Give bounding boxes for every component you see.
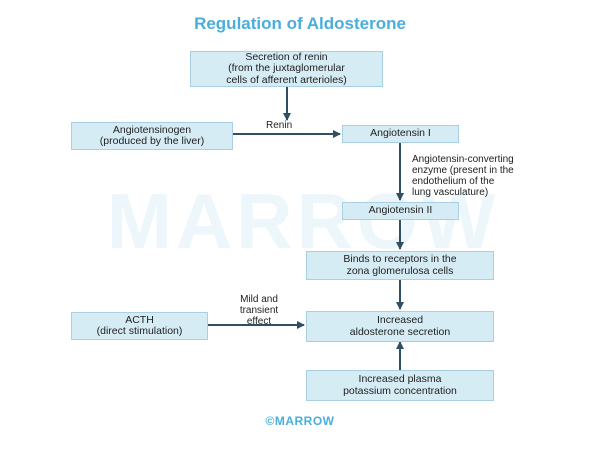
text-line: effect [246, 316, 272, 327]
text-line: Increased plasma [358, 373, 442, 385]
text-line: potassium concentration [343, 384, 457, 397]
box-angiotensin-1: Angiotensin I [342, 125, 459, 143]
text-line: ACTH [125, 313, 154, 326]
text-line: Mild and [240, 294, 278, 305]
box-angiotensinogen: Angiotensinogen(produced by the liver) [71, 122, 233, 150]
text-line: zona glomerulosa cells [346, 264, 454, 277]
text-line: Angiotensin I [370, 127, 431, 140]
box-angiotensin-2: Angiotensin II [342, 202, 459, 220]
text-line: Increased [376, 314, 424, 326]
text-line: (produced by the liver) [99, 135, 205, 147]
watermark: MARROW [106, 177, 500, 265]
text-line: lung vasculature) [412, 187, 489, 198]
diagram-title: Regulation of Aldosterone [194, 14, 406, 33]
text-line: Angiotensinogen [112, 123, 192, 136]
box-renin-secretion: Secretion of renin(from the juxtaglomeru… [190, 51, 383, 87]
footer-copyright: ©MARROW [265, 414, 335, 428]
text-line: endothelium of the [412, 176, 495, 187]
text-line: Binds to receptors in the [343, 253, 457, 265]
text-line: Angiotensin II [368, 204, 433, 217]
text-line: (direct stimulation) [96, 325, 183, 337]
text-line: Angiotensin-converting [412, 154, 514, 165]
label-renin: Renin [266, 120, 292, 131]
text-line: cells of afferent arterioles) [226, 73, 347, 86]
text-line: (from the juxtaglomerular [228, 62, 345, 75]
text-line: transient [239, 305, 279, 316]
text-line: Secretion of renin [245, 50, 328, 63]
text-line: aldosterone secretion [349, 325, 451, 338]
text-line: enzyme (present in the [412, 165, 514, 176]
text-line: Renin [266, 120, 293, 131]
box-acth: ACTH(direct stimulation) [71, 312, 208, 340]
